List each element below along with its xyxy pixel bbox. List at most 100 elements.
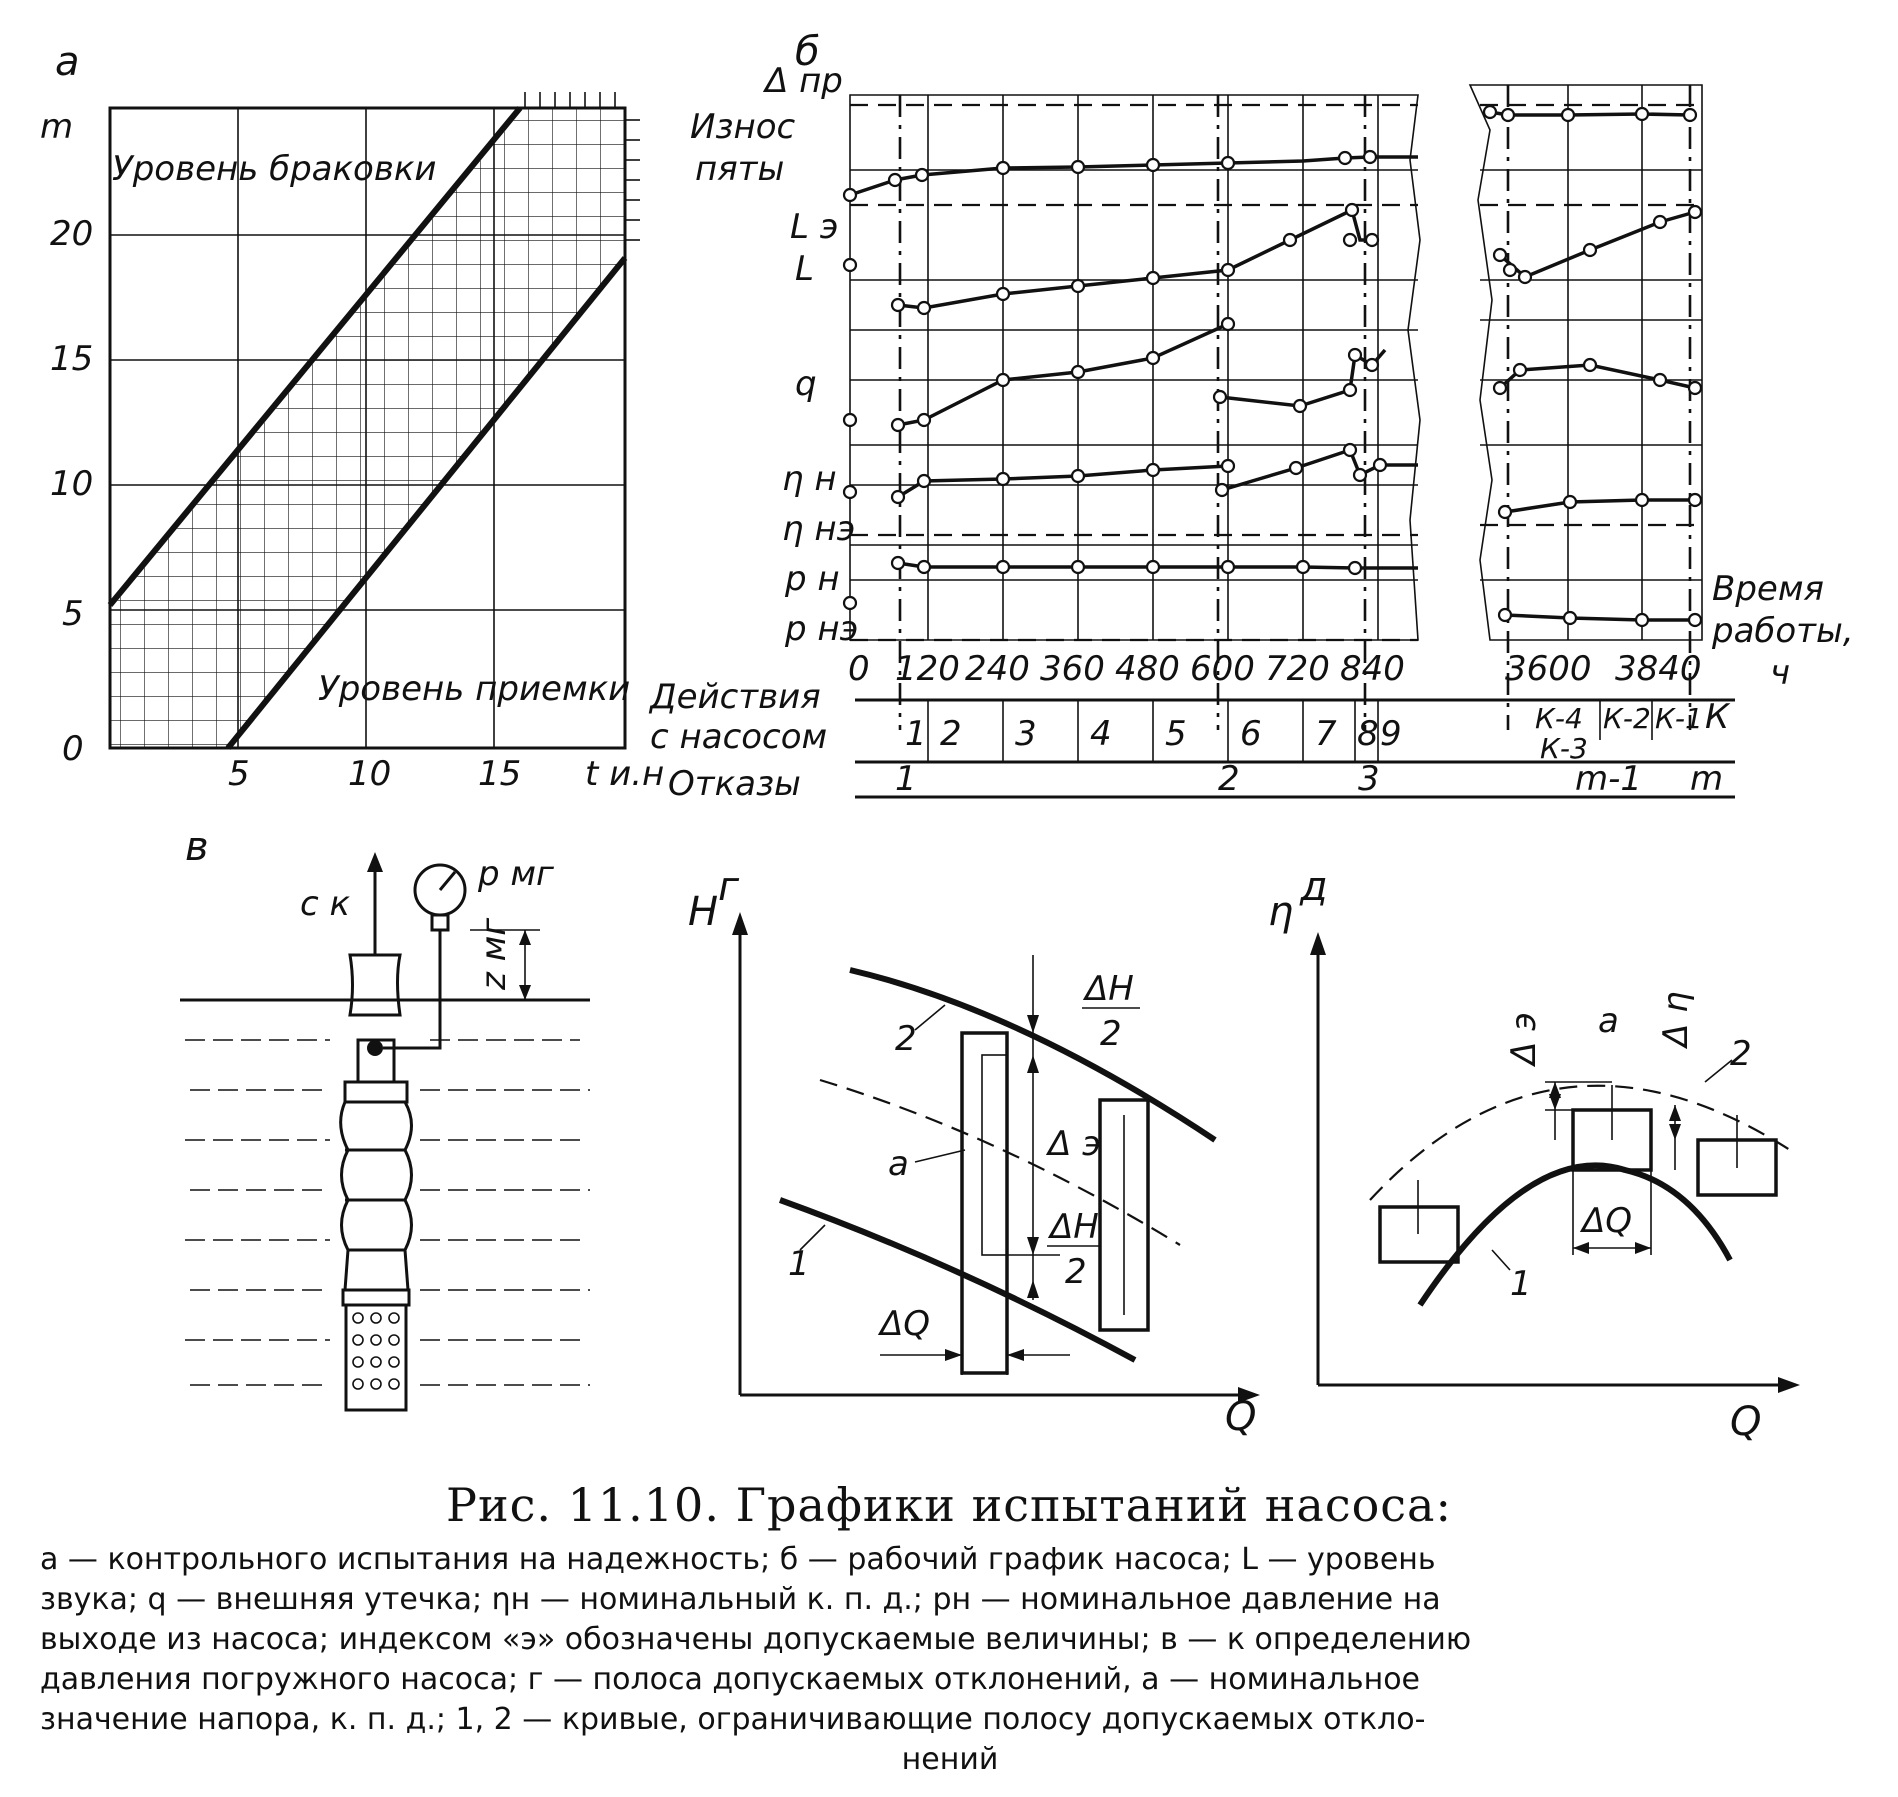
panel-b-action-1: 1 bbox=[905, 714, 927, 754]
panel-b-actions-label-2: с насосом bbox=[650, 717, 827, 757]
panel-b-action-5: 5 bbox=[1165, 714, 1187, 754]
panel-a-frame bbox=[108, 106, 627, 750]
panel-b-actions-label-1: Действия bbox=[648, 677, 821, 717]
panel-g-dH2-bot-den: 2 bbox=[1065, 1252, 1087, 1292]
panel-g-arrow-4 bbox=[1027, 1280, 1039, 1298]
panel-g-arrow-5 bbox=[945, 1349, 962, 1361]
panel-a-xtick-15: 15 bbox=[478, 754, 521, 794]
panel-b-wear-series bbox=[849, 155, 1418, 197]
panel-a-edge-ticks bbox=[524, 92, 640, 241]
panel-b-time-label-3: ч bbox=[1770, 653, 1790, 693]
panel-d-a-label: a bbox=[1598, 1001, 1619, 1041]
panel-v-pmg-label: р мг bbox=[477, 854, 555, 894]
panel-g-y-arrow bbox=[732, 912, 748, 935]
panel-d-delta-e: Δ э bbox=[1504, 1012, 1544, 1068]
panel-d-x-arrow bbox=[1778, 1377, 1800, 1393]
panel-g-delta-e: Δ э bbox=[1045, 1124, 1101, 1164]
caption-line-2: звука; q — внешняя утечка; ηн — номиналь… bbox=[40, 1582, 1441, 1617]
panel-g: г H Q ΔH 2 Δ bbox=[688, 864, 1260, 1440]
panel-g-y-axis: H bbox=[688, 889, 718, 935]
panel-b-label-p-n: p н bbox=[784, 559, 840, 599]
panel-a-acceptance-line bbox=[225, 256, 628, 750]
panel-b-action-k3: К-3 bbox=[1540, 732, 1588, 765]
panel-b-xtick-600: 600 bbox=[1190, 649, 1255, 689]
panel-g-x-arrow bbox=[1238, 1387, 1260, 1403]
panel-a-xtick-5: 5 bbox=[228, 754, 250, 794]
panel-g-dH2-top-num: ΔH bbox=[1082, 969, 1134, 1009]
panel-g-arrow-6 bbox=[1007, 1349, 1024, 1361]
panel-b-eta-series-2 bbox=[1221, 447, 1418, 492]
caption-line-5: значение напора, к. п. д.; 1, 2 — кривые… bbox=[40, 1702, 1426, 1737]
panel-b-xtick-360: 360 bbox=[1040, 649, 1105, 689]
panel-b-label-pyaty: пяты bbox=[695, 149, 784, 189]
panel-b-grid bbox=[850, 85, 1702, 640]
panel-v-ck-label: с к bbox=[300, 884, 351, 924]
panel-b-label-q: q bbox=[795, 364, 817, 404]
panel-d-box-left bbox=[1378, 1205, 1460, 1264]
caption-line-6: нений bbox=[901, 1742, 999, 1777]
panel-a-ytick-20: 20 bbox=[50, 214, 93, 254]
panel-d-delta-eta: Δ η bbox=[1656, 991, 1696, 1050]
panel-b-failures-label: Отказы bbox=[668, 764, 801, 804]
panel-g-arrow-1 bbox=[1027, 1015, 1039, 1033]
panel-g-curve-1 bbox=[778, 1197, 1137, 1363]
panel-b-xtick-240: 240 bbox=[965, 649, 1030, 689]
panel-b-time-label-2: работы, bbox=[1711, 611, 1854, 651]
figure-caption-body: а — контрольного испытания на надежность… bbox=[40, 1540, 1860, 1780]
panel-b-eta-series-right bbox=[1504, 498, 1695, 514]
panel-g-arrow-3 bbox=[1027, 1237, 1039, 1255]
panel-d-curve2-label: 2 bbox=[1730, 1034, 1752, 1074]
panel-d-curve-1 bbox=[1417, 1162, 1733, 1307]
panel-b-action-7: 7 bbox=[1315, 714, 1337, 754]
panel-g-nominal-curve bbox=[819, 1078, 1181, 1246]
panel-b-action-4: 4 bbox=[1090, 714, 1112, 754]
panel-d-curve-2 bbox=[1369, 1084, 1791, 1201]
panel-d-arrow-3 bbox=[1669, 1105, 1681, 1121]
panel-b-action-3: 3 bbox=[1015, 714, 1037, 754]
panel-b: б bbox=[648, 29, 1854, 804]
figure-caption-title: Рис. 11.10. Графики испытаний насоса: bbox=[446, 1478, 1452, 1532]
panel-b-action-9: 9 bbox=[1380, 714, 1402, 754]
panel-b-action-k1: К-1 bbox=[1655, 702, 1703, 735]
panel-b-label-L: L bbox=[795, 249, 814, 289]
panel-b-thresholds bbox=[850, 103, 1702, 642]
panel-b-xtick-0: 0 bbox=[848, 649, 870, 689]
panel-b-p-series-right bbox=[1504, 613, 1695, 622]
panel-a-xtick-10: 10 bbox=[348, 754, 391, 794]
panel-a-acceptance-label: Уровень приемки bbox=[318, 669, 630, 709]
panel-g-rect-a bbox=[960, 1031, 1009, 1375]
panel-b-letter: б bbox=[795, 29, 820, 75]
panel-g-rect-a-inner bbox=[981, 1054, 1008, 1256]
caption-line-4: давления погружного насоса; г — полоса д… bbox=[40, 1662, 1421, 1697]
panel-d-y-arrow bbox=[1310, 932, 1326, 955]
caption-line-1: а — контрольного испытания на надежность… bbox=[40, 1542, 1436, 1577]
panel-d-y-axis: η bbox=[1268, 889, 1293, 935]
panel-b-label-p-ne: p нэ bbox=[784, 609, 858, 649]
panel-a-y-axis-label: m bbox=[40, 107, 73, 147]
panel-d-curve1-label: 1 bbox=[1510, 1264, 1532, 1304]
panel-b-label-eta-n: η н bbox=[782, 459, 837, 499]
panel-a-rejection-line bbox=[107, 106, 523, 607]
panel-v-pump bbox=[339, 852, 540, 1412]
panel-d-curve1-leader bbox=[1491, 1249, 1511, 1271]
panel-a-ytick-0: 0 bbox=[62, 729, 84, 769]
panel-g-a-label: a bbox=[888, 1144, 909, 1184]
panel-g-dH2-top-den: 2 bbox=[1100, 1014, 1122, 1054]
panel-b-time-label-1: Время bbox=[1712, 569, 1824, 609]
panel-g-curve2-label: 2 bbox=[895, 1019, 917, 1059]
panel-g-curve1-leader bbox=[799, 1224, 826, 1251]
panel-b-eta-series-1 bbox=[897, 464, 1229, 499]
panel-b-failure-m: m bbox=[1690, 759, 1723, 799]
panel-a-accept-band bbox=[110, 108, 625, 748]
panel-b-label-Le: L э bbox=[790, 207, 838, 247]
panel-b-label-delta-pr: Δ пр bbox=[762, 61, 843, 101]
figure-canvas: a m 0 5 bbox=[40, 29, 1854, 1445]
panel-v: в bbox=[180, 824, 590, 1412]
panel-d-letter: д bbox=[1299, 864, 1328, 910]
panel-b-xtick-120: 120 bbox=[895, 649, 960, 689]
panel-a-ytick-5: 5 bbox=[62, 594, 84, 634]
panel-d-curve2-leader bbox=[1704, 1059, 1733, 1083]
panel-d-arrow-4 bbox=[1669, 1124, 1681, 1140]
panel-d-arrow-5 bbox=[1573, 1242, 1589, 1254]
panel-b-q-series-1 bbox=[897, 322, 1229, 427]
